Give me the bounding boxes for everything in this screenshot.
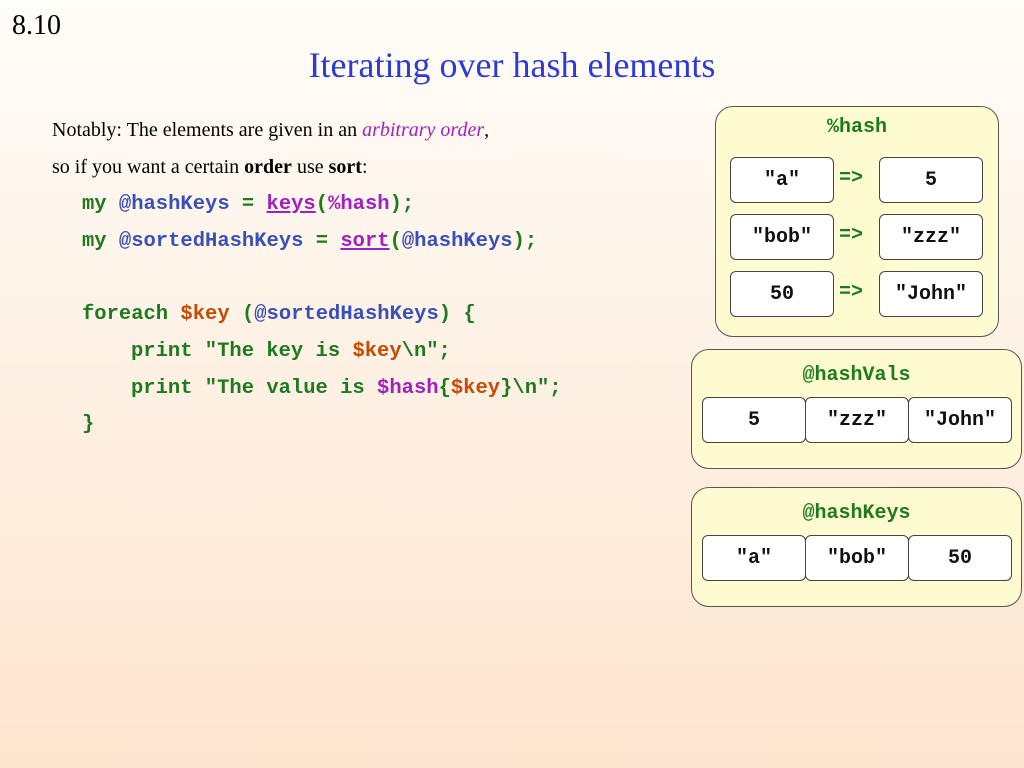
hashkeys-cell: "a": [702, 535, 806, 581]
prose-text: so if you want a certain: [52, 156, 245, 178]
hash-arrow: =>: [839, 224, 864, 247]
code-line-5: print "The value is $hash{$key}\n";: [131, 377, 562, 401]
prose-text: use: [291, 156, 329, 178]
code-string: print "The value is: [131, 377, 378, 400]
hashvals-panel: @hashVals 5 "zzz" "John": [691, 349, 1022, 469]
code-keyword: my: [82, 193, 119, 216]
code-function: sort: [340, 230, 390, 253]
prose-emphasis: arbitrary order: [362, 119, 485, 141]
code-paren: (: [315, 193, 329, 216]
code-variable: $key: [352, 340, 402, 363]
prose-text: Notably: The elements are given in an: [52, 119, 363, 141]
hash-panel: %hash "a" => 5 "bob" => "zzz" 50 => "Joh…: [715, 106, 999, 337]
hashvals-cell: "zzz": [805, 397, 909, 443]
prose-text: ,: [484, 119, 490, 141]
code-keyword: foreach: [82, 303, 181, 326]
code-line-2: my @sortedHashKeys = sort(@hashKeys);: [82, 230, 537, 254]
prose-text: :: [361, 156, 368, 178]
code-keyword: my: [82, 230, 119, 253]
code-variable: @sortedHashKeys: [118, 230, 304, 253]
code-variable: $key: [180, 303, 230, 326]
hash-key-cell: 50: [730, 271, 834, 317]
hashvals-panel-title: @hashVals: [802, 364, 911, 387]
code-argument: %hash: [328, 193, 390, 216]
hash-value-cell: "zzz": [879, 214, 983, 260]
code-operator: =: [303, 230, 341, 253]
prose-line-2: so if you want a certain order use sort:: [52, 155, 368, 179]
hash-value-cell: "John": [879, 271, 983, 317]
code-line-4: print "The key is $key\n";: [131, 340, 451, 364]
hash-key-cell: "bob": [730, 214, 834, 260]
code-string: \n";: [401, 340, 451, 363]
code-paren: (: [229, 303, 255, 326]
hashkeys-panel: @hashKeys "a" "bob" 50: [691, 487, 1022, 607]
prose-bold: order: [244, 156, 292, 178]
code-function: keys: [266, 193, 316, 216]
hash-key-cell: "a": [730, 157, 834, 203]
code-line-3: foreach $key (@sortedHashKeys) {: [82, 303, 476, 327]
hash-value-cell: 5: [879, 157, 983, 203]
code-variable: $key: [450, 377, 501, 400]
hashvals-cell: 5: [702, 397, 806, 443]
code-brace: }: [500, 377, 513, 400]
code-line-1: my @hashKeys = keys(%hash);: [82, 193, 414, 217]
hashvals-cell: "John": [908, 397, 1012, 443]
code-operator: =: [229, 193, 267, 216]
code-argument: @hashKeys: [401, 230, 513, 253]
prose-bold: sort: [328, 156, 362, 178]
code-paren: );: [389, 193, 415, 216]
code-paren: ) {: [438, 303, 476, 326]
slide-title: Iterating over hash elements: [308, 45, 716, 85]
code-array: @sortedHashKeys: [254, 303, 439, 326]
code-string: \n";: [512, 377, 562, 400]
code-line-6: }: [82, 413, 95, 436]
hash-arrow: =>: [839, 281, 864, 304]
code-brace: {: [438, 377, 451, 400]
code-string: print "The key is: [131, 340, 353, 363]
hash-arrow: =>: [839, 167, 864, 190]
hashkeys-cell: "bob": [805, 535, 909, 581]
hashkeys-panel-title: @hashKeys: [802, 502, 911, 525]
code-paren: );: [512, 230, 538, 253]
slide-number: 8.10: [12, 10, 61, 41]
code-paren: (: [389, 230, 402, 253]
code-hash: $hash: [377, 377, 439, 400]
prose-line-1: Notably: The elements are given in an ar…: [52, 118, 489, 142]
hash-panel-title: %hash: [826, 116, 887, 139]
code-variable: @hashKeys: [118, 193, 230, 216]
hashkeys-cell: 50: [908, 535, 1012, 581]
